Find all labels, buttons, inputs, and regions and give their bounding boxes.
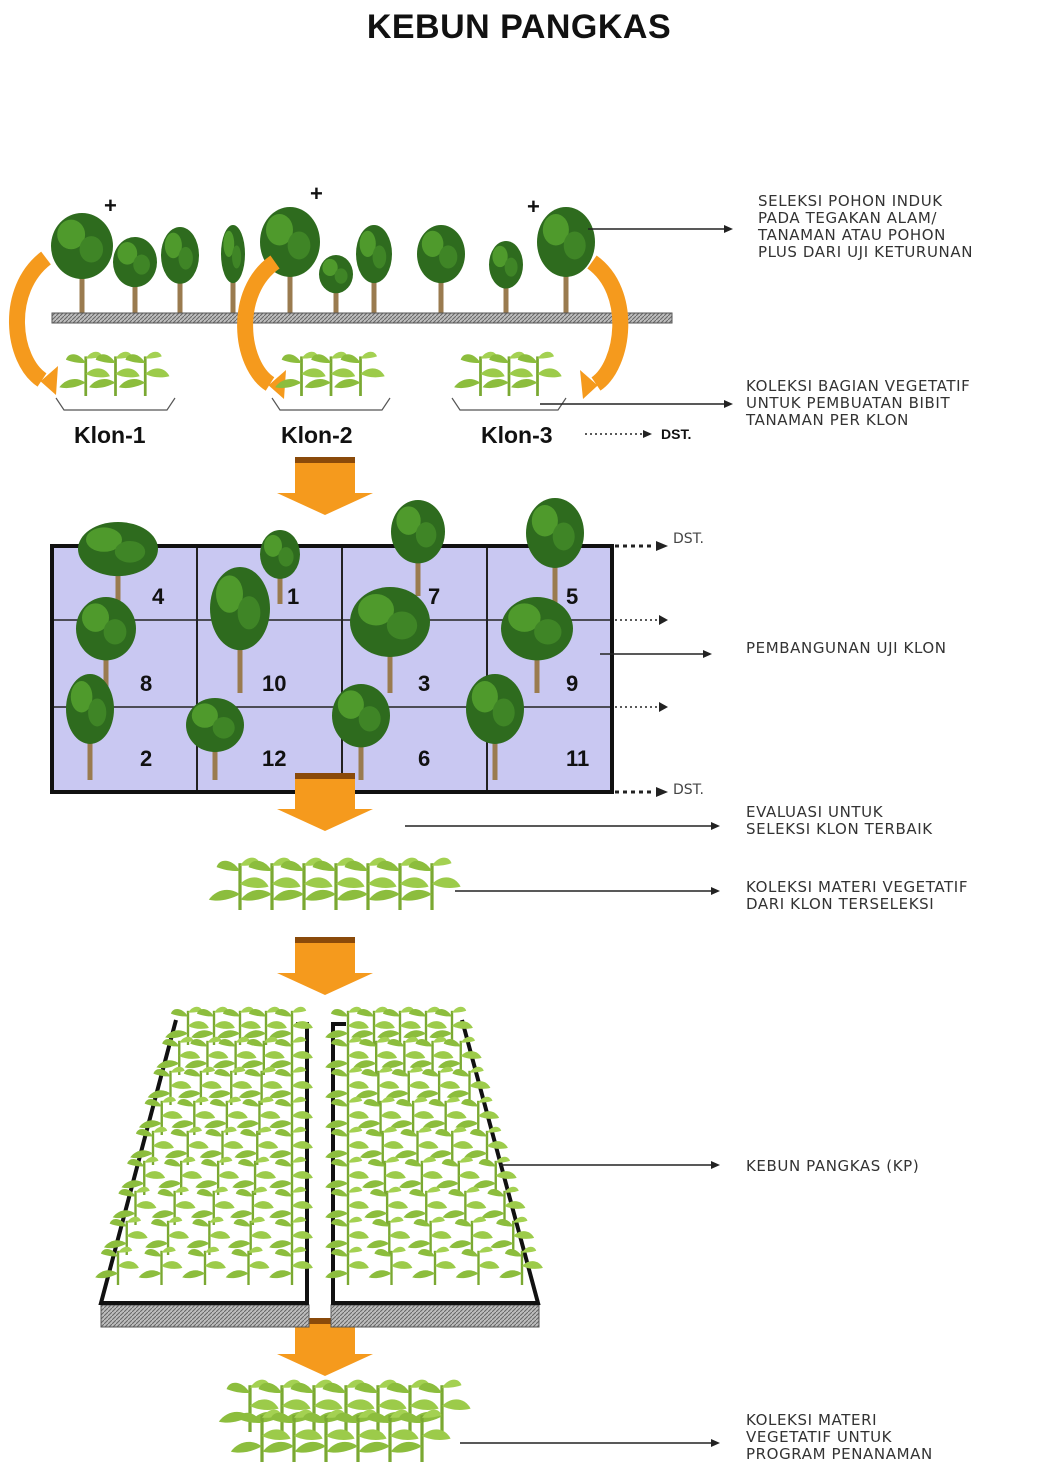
- grid-cell-number: 1: [287, 584, 300, 609]
- note-kebun-pangkas: KEBUN PANGKAS (KP): [746, 1157, 920, 1175]
- clone-label-1: Klon-1: [74, 422, 146, 448]
- grid-cell-number: 5: [566, 584, 579, 609]
- note-koleksi-program: KOLEKSI MATERI VEGETATIF UNTUK PROGRAM P…: [746, 1411, 933, 1463]
- seedling-icon: [228, 1185, 275, 1227]
- dst-label-grid-bottom: DST.: [673, 782, 705, 798]
- note-koleksi-bagian-vegetatif: KOLEKSI BAGIAN VEGETATIF UNTUK PEMBUATAN…: [746, 377, 971, 429]
- kebun-pangkas-beds: [94, 1005, 545, 1328]
- grid-cell-number: 12: [262, 746, 287, 771]
- plus-mark: +: [310, 181, 323, 206]
- tree-icon: [391, 500, 445, 596]
- grid-cell-number: 9: [566, 671, 579, 696]
- grid-cell-number: 6: [418, 746, 431, 771]
- curved-arrow-icon: [9, 251, 52, 387]
- grid-cell-number: 2: [140, 746, 153, 771]
- seedling-icon: [411, 1245, 458, 1287]
- down-arrow-icon: [277, 1318, 373, 1376]
- down-arrow-icon: [277, 457, 373, 515]
- tree-icon: [417, 225, 465, 313]
- dst-label: DST.: [661, 426, 692, 442]
- tree-icon: [319, 255, 353, 313]
- tree-icon: [501, 597, 573, 693]
- tree-icon: [210, 567, 270, 693]
- curved-arrow-icon: [237, 255, 281, 391]
- grid-cell-number: 4: [152, 584, 165, 609]
- tree-icon: [221, 225, 245, 313]
- flow-arrows: [277, 457, 373, 1376]
- seedling-icon: [226, 1215, 273, 1257]
- note-evaluasi: EVALUASI UNTUK SELEKSI KLON TERBAIK: [746, 803, 933, 838]
- seedling-icon: [137, 1245, 184, 1287]
- down-arrow-icon: [277, 773, 373, 831]
- grid-cell-number: 8: [140, 671, 153, 696]
- pointer-arrow: [460, 1439, 720, 1447]
- tree-icon: [51, 213, 113, 313]
- tree-icon: [350, 587, 430, 693]
- grid-cell-number: 10: [262, 671, 287, 696]
- tree-icon: [332, 684, 390, 780]
- seedling-icon: [454, 1245, 501, 1287]
- curved-arrow-icon: [586, 255, 629, 391]
- seedling-icon: [367, 1245, 414, 1287]
- tree-icon: [489, 241, 523, 313]
- note-pembangunan-uji-klon: PEMBANGUNAN UJI KLON: [746, 639, 947, 657]
- down-arrow-icon: [277, 937, 373, 995]
- tree-icon: [356, 225, 392, 313]
- seedling-icon: [181, 1245, 228, 1287]
- tree-icon: [76, 597, 136, 693]
- tree-icon: [186, 698, 244, 780]
- note-seleksi-pohon-induk: SELEKSI POHON INDUK PADA TEGAKAN ALAM/ T…: [758, 192, 974, 261]
- seedling-trays: [55, 350, 567, 411]
- annotation-pointers: [405, 225, 733, 1447]
- seedling-icon: [224, 1245, 271, 1287]
- pointer-arrow: [600, 650, 712, 658]
- tree-icon: [260, 207, 320, 313]
- note-koleksi-materi: KOLEKSI MATERI VEGETATIF DARI KLON TERSE…: [746, 878, 969, 913]
- parent-trees-row: [51, 207, 652, 438]
- tree-icon: [113, 236, 157, 313]
- tree-icon: [78, 522, 158, 604]
- grid-cell-number: 11: [566, 746, 590, 771]
- plus-mark: +: [527, 194, 540, 219]
- tree-icon: [466, 674, 524, 780]
- tree-icon: [161, 227, 199, 313]
- clone-label-3: Klon-3: [481, 422, 553, 448]
- plus-mark: +: [104, 193, 117, 218]
- diagram-title: KEBUN PANGKAS: [366, 8, 672, 46]
- seedling-icon: [498, 1245, 545, 1287]
- pointer-arrow: [540, 400, 733, 408]
- grid-cell-number: 3: [418, 671, 431, 696]
- clone-trial-grid: [50, 497, 668, 797]
- pointer-arrow: [588, 225, 733, 233]
- tree-icon: [260, 530, 300, 604]
- seedling-icon: [94, 1245, 141, 1287]
- dst-label-grid-top: DST.: [673, 531, 705, 547]
- pointer-arrow: [405, 822, 720, 830]
- clone-label-2: Klon-2: [281, 422, 353, 448]
- grid-cell-number: 7: [428, 584, 441, 609]
- pointer-arrow: [500, 1161, 720, 1169]
- pointer-arrow: [455, 887, 720, 895]
- tree-icon: [526, 497, 584, 604]
- bed-right: [331, 1019, 541, 1305]
- seedling-icon: [231, 1155, 278, 1197]
- tree-icon: [66, 674, 114, 780]
- collection-arrows: [9, 251, 629, 399]
- ground-strip-top: [51, 312, 673, 324]
- tree-icon: [537, 207, 595, 313]
